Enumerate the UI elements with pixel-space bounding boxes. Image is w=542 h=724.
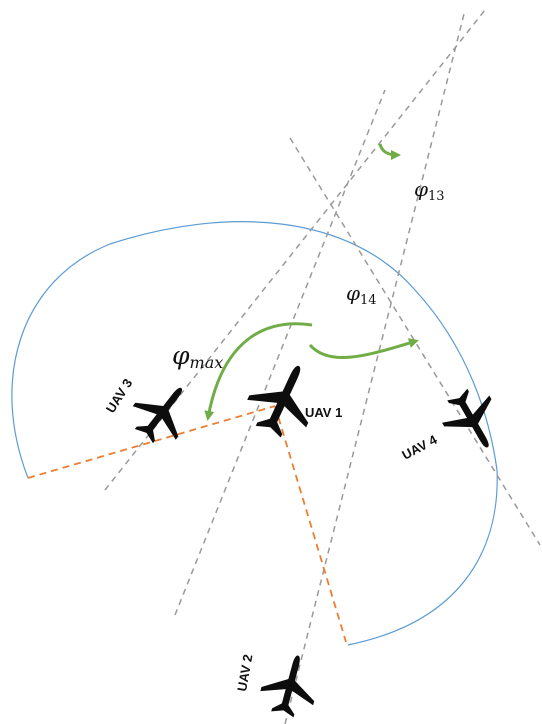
phi14-arrow [308,338,419,359]
sector-edge-right [274,405,347,643]
phimax-label: φmax [172,341,223,372]
phimax-arrow [204,322,313,421]
uav2-airplane-icon [256,648,325,722]
uav3-label: UAV 3 [103,376,136,416]
los-uav2 [284,9,466,724]
uav4-airplane-icon [433,380,512,461]
boundary-arc [11,221,498,646]
phi13-arrow [378,143,401,160]
uav2-label: UAV 2 [234,653,255,692]
sector-edge-left [27,405,276,479]
uav1-label: UAV 1 [305,405,342,420]
angle-arrows [204,143,419,421]
sector-edges [27,405,347,643]
los-uav4 [289,137,541,546]
lines-of-sight [104,9,541,724]
phi14-label: φ14 [346,281,377,308]
phi13-label: φ13 [414,177,445,204]
uav4-label: UAV 4 [399,432,440,463]
